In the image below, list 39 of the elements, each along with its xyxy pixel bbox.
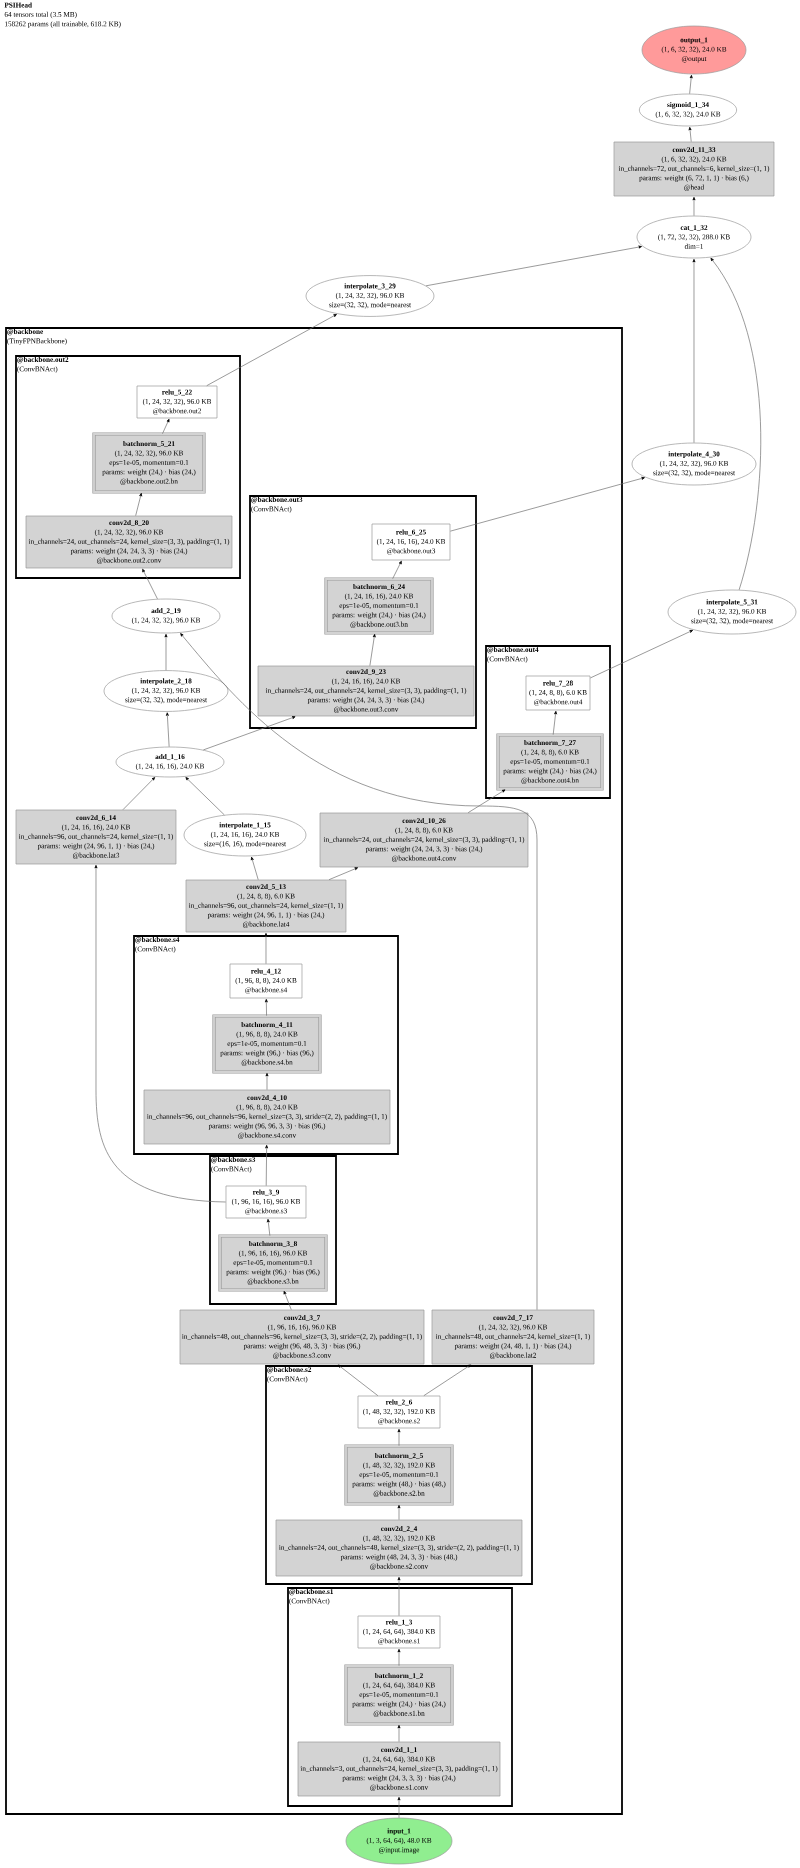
arrow (590, 630, 693, 679)
arrow (425, 245, 642, 287)
arrow (283, 1290, 292, 1310)
arrow (180, 633, 538, 1310)
arrow (165, 712, 170, 747)
arrow (552, 710, 557, 735)
arrow (397, 1576, 401, 1616)
arrow (250, 856, 259, 880)
arrow (265, 1144, 269, 1186)
arrow (397, 1504, 401, 1520)
arrow (328, 867, 359, 880)
arrow (264, 998, 268, 1016)
arrow (689, 74, 693, 94)
arrow (423, 1364, 471, 1396)
arrow (264, 932, 268, 964)
arrow (122, 777, 156, 810)
arrow (397, 1796, 401, 1818)
arrow (397, 1428, 401, 1446)
arrow (265, 1072, 269, 1090)
arrow (185, 777, 225, 816)
arrow (467, 789, 506, 813)
arrow (203, 716, 296, 751)
arrow (266, 1218, 271, 1236)
arrow (135, 492, 143, 516)
arrow (692, 196, 696, 216)
arrow (369, 633, 376, 666)
arrow (164, 633, 168, 671)
arrow (94, 864, 226, 1203)
arrow (688, 126, 692, 142)
arrow (710, 257, 761, 591)
arrow (337, 1364, 379, 1396)
arrow (206, 314, 337, 386)
arrow (397, 1648, 401, 1666)
arrow (450, 476, 645, 532)
arrow (142, 568, 158, 600)
arrow (397, 1724, 401, 1742)
arrow (162, 418, 170, 434)
arrow (392, 560, 402, 579)
arrow (692, 258, 696, 443)
